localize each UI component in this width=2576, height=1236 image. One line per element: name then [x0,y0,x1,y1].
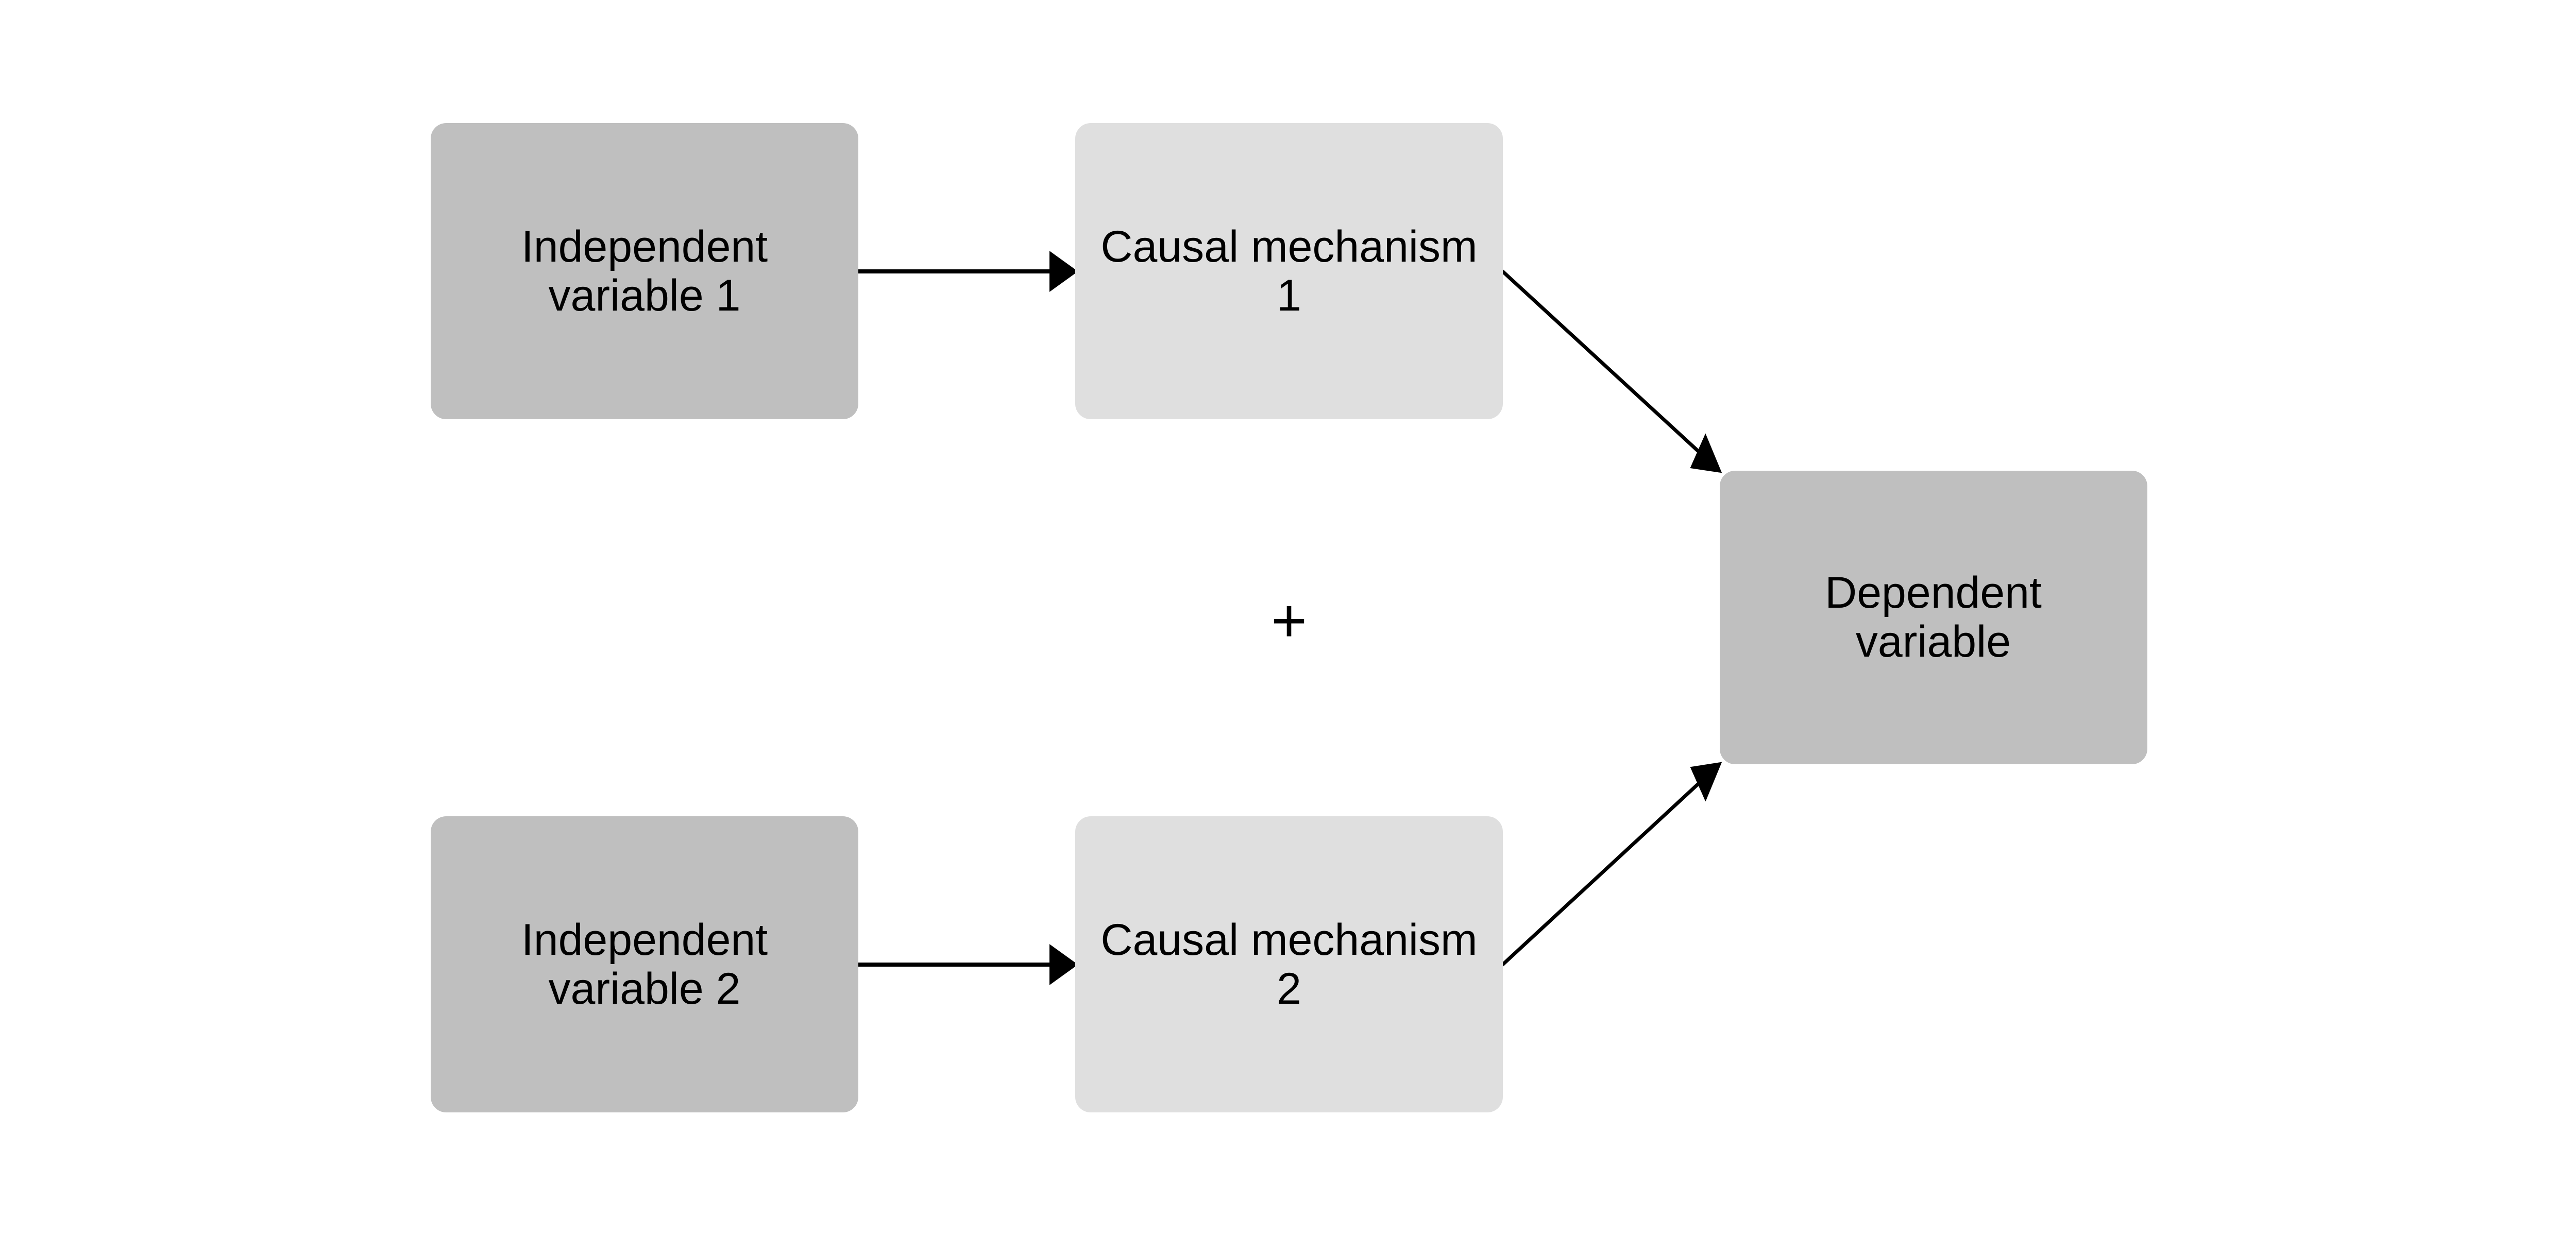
node-label-line2: 2 [1277,964,1301,1014]
node-label-line1: Causal mechanism [1100,221,1478,271]
node-label-line2: variable 2 [548,964,741,1014]
node-label-line1: Dependent [1825,568,2042,617]
node-causal-mechanism-1: Causal mechanism 1 [1075,123,1503,419]
node-independent-variable-2: Independent variable 2 [431,816,858,1112]
node-independent-variable-1: Independent variable 1 [431,123,858,419]
plus-operator: + [1270,586,1308,655]
node-label-line2: 1 [1277,270,1301,320]
node-label-line1: Independent [521,915,768,965]
node-label-line1: Causal mechanism [1100,915,1478,965]
node-label-line2: variable 1 [548,270,741,320]
node-label-line2: variable [1855,617,2011,666]
node-causal-mechanism-2: Causal mechanism 2 [1075,816,1503,1112]
node-dependent-variable: Dependent variable [1719,471,2147,764]
node-label-line1: Independent [521,221,768,271]
arrow-cm1-to-dv [1502,269,1722,473]
arrow-cm2-to-dv [1502,762,1722,967]
